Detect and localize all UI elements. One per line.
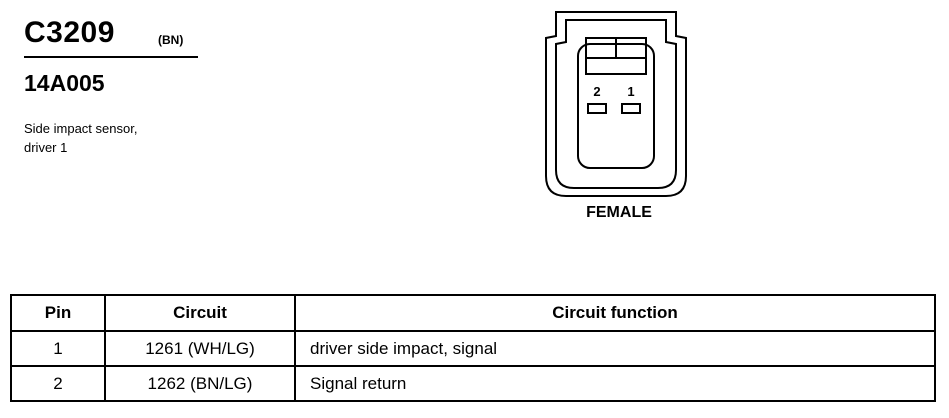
circuit-function-cell: Signal return xyxy=(294,365,936,402)
header-divider xyxy=(24,56,198,58)
pin-1-label: 1 xyxy=(627,84,634,99)
header-pin: Pin xyxy=(10,294,106,332)
table-row: 2 1262 (BN/LG) Signal return xyxy=(10,365,936,402)
circuit-function-cell: driver side impact, signal xyxy=(294,330,936,367)
pin-cavity-block xyxy=(577,43,655,169)
component-description: Side impact sensor, driver 1 xyxy=(24,119,224,157)
connector-inner-shell xyxy=(555,19,677,189)
circuit-cell: 1262 (BN/LG) xyxy=(104,365,296,402)
connector-gender-label: FEMALE xyxy=(586,204,652,221)
connector-color-code: (BN) xyxy=(158,33,184,47)
pin-cell: 2 xyxy=(10,365,106,402)
table-row: 1 1261 (WH/LG) driver side impact, signa… xyxy=(10,330,936,367)
pin-cell: 1 xyxy=(10,330,106,367)
pin-2-terminal xyxy=(587,103,607,114)
description-line-1: Side impact sensor, xyxy=(24,121,138,136)
pin-table-header-row: Pin Circuit Circuit function xyxy=(10,294,936,332)
pin-2-label: 2 xyxy=(593,84,600,99)
description-line-2: driver 1 xyxy=(24,140,68,155)
circuit-cell: 1261 (WH/LG) xyxy=(104,330,296,367)
connector-id: C3209 xyxy=(24,16,115,49)
part-number: 14A005 xyxy=(24,70,105,96)
pin-1-terminal xyxy=(621,103,641,114)
connector-face-diagram: 2 1 xyxy=(545,11,687,197)
pin-table: Pin Circuit Circuit function 1 1261 (WH/… xyxy=(10,294,936,402)
header-circuit-function: Circuit function xyxy=(294,294,936,332)
header-circuit: Circuit xyxy=(104,294,296,332)
connector-outer-shell xyxy=(545,11,687,197)
